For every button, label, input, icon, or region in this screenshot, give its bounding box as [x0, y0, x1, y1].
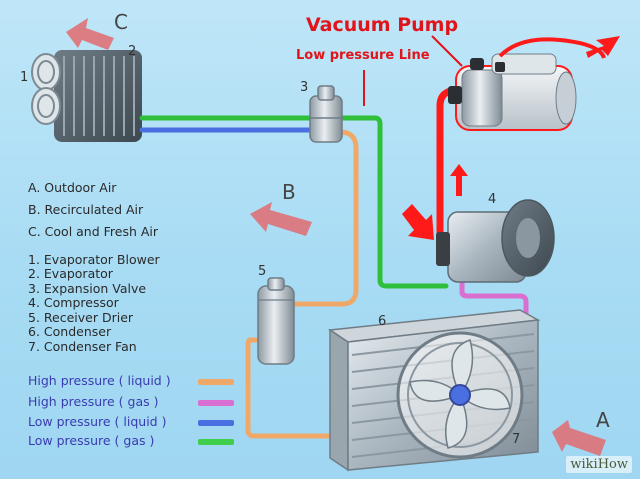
component-item-2: 2. Evaporator	[28, 266, 113, 281]
pressure-legend-high-gas: High pressure ( gas )	[28, 394, 159, 409]
pressure-legend-low-liquid: Low pressure ( liquid )	[28, 414, 167, 429]
wikihow-watermark: wikiHow	[566, 456, 632, 473]
pipe-high-gas	[459, 279, 529, 325]
title-leader-line	[431, 35, 463, 67]
component-number-3: 3	[300, 80, 309, 95]
airflow-arrow-a	[552, 420, 606, 456]
air-legend-cool-fresh: C. Cool and Fresh Air	[28, 224, 159, 239]
pressure-legend-high-liquid: High pressure ( liquid )	[28, 373, 171, 388]
legend-swatch-high-gas	[198, 400, 234, 406]
component-number-7: 7	[512, 432, 521, 447]
component-item-7: 7. Condenser Fan	[28, 339, 137, 354]
legend-swatch-low-gas	[198, 439, 234, 445]
airflow-letter-a: A	[596, 408, 610, 432]
component-number-4: 4	[488, 192, 497, 207]
airflow-letter-c: C	[114, 10, 128, 34]
evaporator	[54, 50, 142, 142]
pipe-high-liquid	[291, 129, 359, 307]
airflow-arrow-b	[250, 202, 312, 236]
airflow-arrow-c	[66, 18, 114, 50]
vacuum-pump	[448, 37, 606, 131]
component-item-4: 4. Compressor	[28, 295, 119, 310]
receiver-drier	[257, 277, 295, 365]
airflow-letter-b: B	[282, 180, 296, 204]
vacuum-flow-arrows	[402, 36, 620, 240]
component-number-2: 2	[128, 44, 137, 59]
legend-swatch-low-liquid	[198, 420, 234, 426]
expansion-valve	[309, 85, 343, 143]
pressure-legend-low-gas: Low pressure ( gas )	[28, 433, 155, 448]
component-item-1: 1. Evaporator Blower	[28, 252, 160, 267]
pipe-low-gas	[139, 115, 449, 289]
compressor	[436, 199, 555, 283]
air-legend-recirculated: B. Recirculated Air	[28, 202, 144, 217]
component-number-1: 1	[20, 70, 29, 85]
component-item-5: 5. Receiver Drier	[28, 310, 134, 325]
evaporator-blower	[31, 53, 61, 125]
component-number-5: 5	[258, 264, 267, 279]
pipe-high-liquid-2	[245, 337, 343, 439]
condenser-fan	[396, 331, 524, 459]
diagram-title: Vacuum Pump	[306, 14, 459, 36]
legend-swatch-high-liquid	[198, 379, 234, 385]
component-item-6: 6. Condenser	[28, 324, 112, 339]
airflow-arrows	[66, 18, 606, 456]
component-item-3: 3. Expansion Valve	[28, 281, 147, 296]
component-number-6: 6	[378, 314, 387, 329]
low-pressure-line-label: Low pressure Line	[296, 48, 430, 63]
air-legend-outdoor: A. Outdoor Air	[28, 180, 117, 195]
